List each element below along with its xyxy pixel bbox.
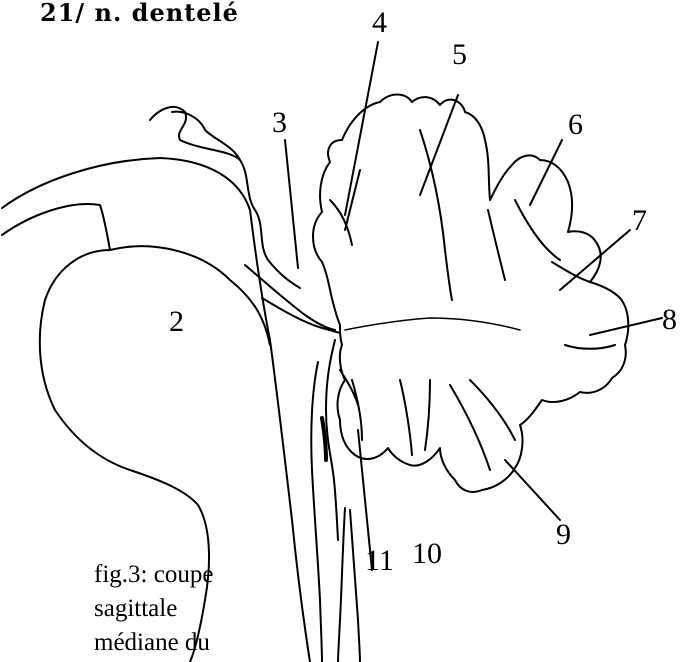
leader-6 <box>530 140 562 205</box>
label-7: 7 <box>632 206 647 236</box>
brainstem-anterior <box>311 362 322 662</box>
label-8: 8 <box>662 305 677 335</box>
label-5: 5 <box>452 40 467 70</box>
folia-6 <box>488 200 560 280</box>
figure-caption: fig.3: coupe sagittale médiane du <box>94 558 234 660</box>
leader-9 <box>505 460 560 520</box>
region-2-top <box>110 246 270 345</box>
arbor-trunk <box>345 318 520 330</box>
leader-3 <box>285 140 298 268</box>
brainstem-canal <box>350 510 360 662</box>
folia-9 <box>450 380 515 470</box>
label-10: 10 <box>412 539 442 569</box>
tentorium-line <box>2 204 110 250</box>
label-6: 6 <box>568 110 583 140</box>
brainstem-posterior <box>326 340 338 540</box>
brainstem-detail <box>322 418 326 460</box>
label-11: 11 <box>365 546 394 576</box>
leader-4 <box>345 42 378 215</box>
folia-7 <box>552 262 590 282</box>
folia-4 <box>330 170 360 245</box>
folia-8 <box>565 345 615 349</box>
caption-line-2: sagittale <box>94 592 234 626</box>
caption-line-1: fig.3: coupe <box>94 558 234 592</box>
cerebellum-outline <box>313 95 628 492</box>
upper-curl-inner <box>172 112 240 160</box>
brainstem-mid <box>338 508 345 662</box>
leader-8 <box>590 318 662 335</box>
label-2: 2 <box>169 307 184 337</box>
label-3: 3 <box>272 108 287 138</box>
label-9: 9 <box>556 520 571 550</box>
folia-10 <box>400 380 430 455</box>
caption-line-3: médiane du <box>94 626 234 660</box>
label-4: 4 <box>372 8 387 38</box>
